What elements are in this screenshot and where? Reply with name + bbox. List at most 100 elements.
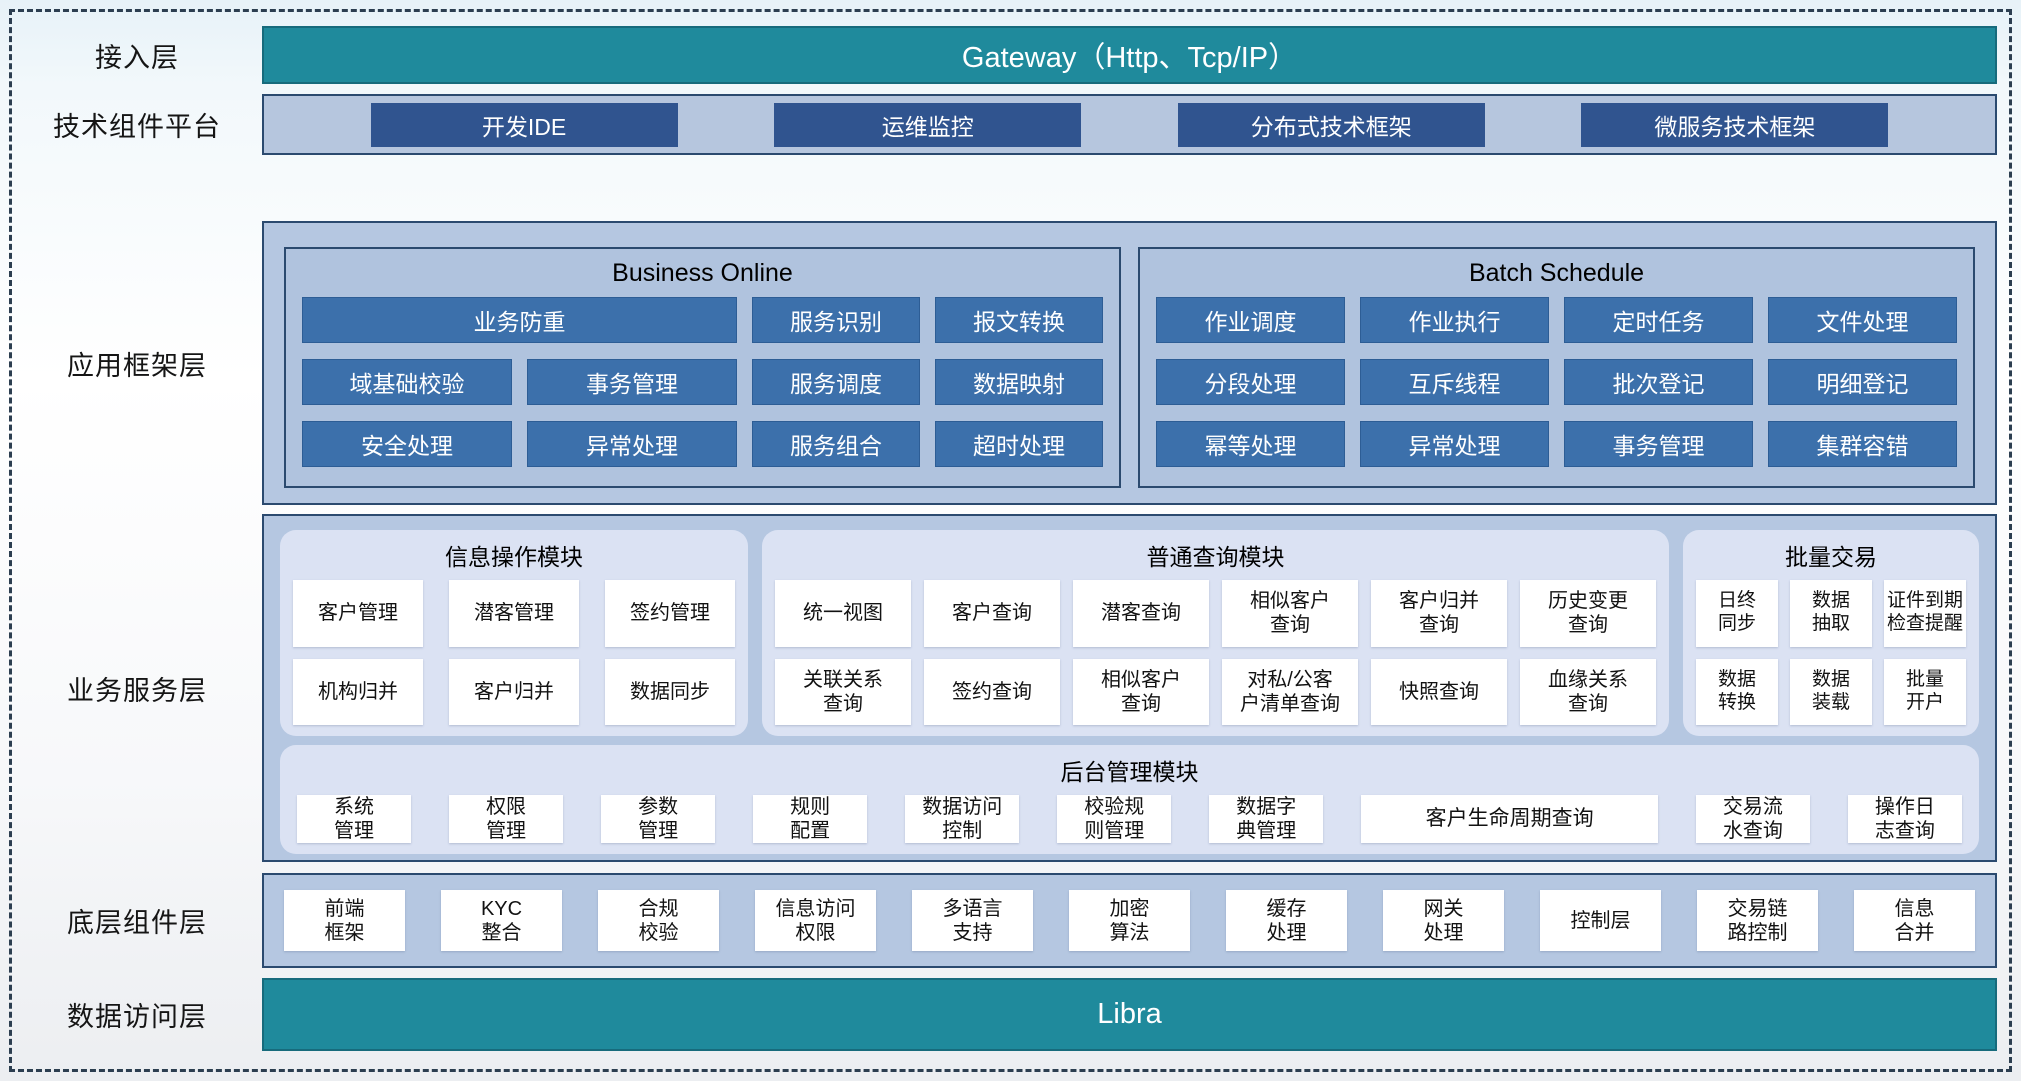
base-component-box: KYC 整合 xyxy=(441,890,562,951)
common-query-box: 相似客户 查询 xyxy=(1222,580,1358,647)
base-component-box: 合规 校验 xyxy=(598,890,719,951)
batch-schedule-grid: 作业调度 作业执行 定时任务 文件处理 分段处理 互斥线程 xyxy=(1156,297,1957,467)
layer-row-tech-platform: 技术组件平台 开发IDE 运维监控 分布式技术框架 微服务技术框架 xyxy=(12,94,2009,155)
batch-schedule-box: 定时任务 xyxy=(1564,297,1753,343)
batch-schedule-box: 分段处理 xyxy=(1156,359,1345,405)
base-component-box: 交易链 路控制 xyxy=(1697,890,1818,951)
base-component-box: 缓存 处理 xyxy=(1226,890,1347,951)
common-query-box: 相似客户 查询 xyxy=(1073,658,1209,725)
batch-schedule-box: 文件处理 xyxy=(1768,297,1957,343)
diagram-content: 接入层 Gateway（Http、Tcp/IP） 技术组件平台 开发IDE 运维… xyxy=(12,12,2009,1069)
business-online-box: 超时处理 xyxy=(935,421,1103,467)
business-online-box: 报文转换 xyxy=(935,297,1103,343)
batch-schedule-box: 明细登记 xyxy=(1768,359,1957,405)
info-operation-box: 客户归并 xyxy=(449,658,579,725)
base-component-box: 加密 算法 xyxy=(1069,890,1190,951)
common-query-box: 血缘关系 查询 xyxy=(1520,658,1656,725)
info-operation-box: 签约管理 xyxy=(605,580,735,647)
admin-module-box: 校验规 则管理 xyxy=(1057,795,1172,843)
business-online-box: 服务识别 xyxy=(752,297,920,343)
batch-schedule-box: 作业调度 xyxy=(1156,297,1345,343)
batch-schedule-box: 互斥线程 xyxy=(1360,359,1549,405)
layer-label-business-service: 业务服务层 xyxy=(67,675,207,706)
business-online-box: 服务调度 xyxy=(752,359,920,405)
admin-module-box: 参数 管理 xyxy=(601,795,716,843)
base-component-box: 控制层 xyxy=(1540,890,1661,951)
common-query-box: 客户归并 查询 xyxy=(1371,580,1507,647)
business-online-box: 数据映射 xyxy=(935,359,1103,405)
batch-trade-box: 日终 同步 xyxy=(1696,580,1778,647)
gateway-bar-text: Gateway（Http、Tcp/IP） xyxy=(961,42,1298,74)
info-operation-box: 客户管理 xyxy=(293,580,423,647)
layer-row-business-service: 业务服务层 信息操作模块 客户管理 潜客管理 xyxy=(12,514,2009,862)
layer-label-data-access: 数据访问层 xyxy=(67,1002,207,1032)
business-online-box: 服务组合 xyxy=(752,421,920,467)
tech-platform-strip: 开发IDE 运维监控 分布式技术框架 微服务技术框架 xyxy=(262,94,1997,155)
admin-module-box: 客户生命周期查询 xyxy=(1361,795,1658,843)
gateway-bar: Gateway（Http、Tcp/IP） xyxy=(262,26,1997,84)
business-online-grid: 业务防重 服务识别 报文转换 域基础校验 事务管理 服务调度 xyxy=(302,297,1103,467)
base-component-box: 信息 合并 xyxy=(1854,890,1975,951)
common-query-box: 签约查询 xyxy=(924,658,1060,725)
libra-bar-text: Libra xyxy=(1097,998,1162,1030)
batch-trade-module-panel: 批量交易 日终 同步 数据 抽取 证件到期 检查提醒 数据 xyxy=(1683,530,1979,736)
admin-module-box: 交易流 水查询 xyxy=(1695,795,1810,843)
common-query-box: 快照查询 xyxy=(1371,658,1507,725)
layer-row-base-components: 底层组件层 前端 框架 KYC 整合 合规 校验 信息访问 权限 多语言 支持 xyxy=(12,873,2009,968)
common-query-box: 关联关系 查询 xyxy=(775,658,911,725)
business-online-box: 域基础校验 xyxy=(302,359,512,405)
libra-bar: Libra xyxy=(262,978,1997,1051)
batch-schedule-box: 幂等处理 xyxy=(1156,421,1345,467)
admin-module-box: 权限 管理 xyxy=(449,795,564,843)
layer-label-access: 接入层 xyxy=(95,42,179,73)
business-service-top-modules: 信息操作模块 客户管理 潜客管理 签约管理 机构归并 xyxy=(280,530,1979,736)
business-online-panel: Business Online 业务防重 服务识别 报文转换 域基础校验 xyxy=(284,247,1121,488)
business-online-box: 事务管理 xyxy=(527,359,737,405)
batch-trade-grid: 日终 同步 数据 抽取 证件到期 检查提醒 数据 转换 数据 装载 xyxy=(1696,580,1966,725)
base-component-box: 网关 处理 xyxy=(1383,890,1504,951)
admin-module-row: 系统 管理 权限 管理 参数 管理 规则 配置 数据访问 控制 校验规 则管理 xyxy=(293,795,1966,843)
page-dashed-frame: 接入层 Gateway（Http、Tcp/IP） 技术组件平台 开发IDE 运维… xyxy=(9,9,2012,1072)
business-online-box: 业务防重 xyxy=(302,297,737,343)
admin-module-box: 数据访问 控制 xyxy=(905,795,1020,843)
admin-module-box: 操作日 志查询 xyxy=(1847,795,1962,843)
common-query-grid: 统一视图 客户查询 潜客查询 相似客户 查询 客户归并 查询 xyxy=(775,580,1656,725)
base-component-box: 前端 框架 xyxy=(284,890,405,951)
batch-trade-module-title: 批量交易 xyxy=(1785,544,1877,570)
common-query-box: 历史变更 查询 xyxy=(1520,580,1656,647)
batch-schedule-title: Batch Schedule xyxy=(1468,259,1645,287)
info-operation-box: 潜客管理 xyxy=(449,580,579,647)
business-online-box: 安全处理 xyxy=(302,421,512,467)
admin-module-title: 后台管理模块 xyxy=(1060,759,1199,785)
layer-row-app-framework: 应用框架层 Business Online 业务防重 服务识别 报文转换 xyxy=(12,221,2009,505)
info-operation-box: 机构归并 xyxy=(293,658,423,725)
info-operation-grid: 客户管理 潜客管理 签约管理 机构归并 客户归并 xyxy=(293,580,735,725)
batch-trade-box: 批量 开户 xyxy=(1884,658,1966,725)
tech-component-box: 微服务技术框架 xyxy=(1581,102,1889,147)
base-components-strip: 前端 框架 KYC 整合 合规 校验 信息访问 权限 多语言 支持 加密 算法 … xyxy=(262,873,1997,968)
admin-module-box: 数据字 典管理 xyxy=(1209,795,1324,843)
batch-schedule-box: 集群容错 xyxy=(1768,421,1957,467)
admin-module-box: 系统 管理 xyxy=(297,795,412,843)
common-query-module-panel: 普通查询模块 统一视图 客户查询 潜客查询 相似客户 查询 xyxy=(762,530,1669,736)
batch-schedule-box: 作业执行 xyxy=(1360,297,1549,343)
batch-schedule-box: 事务管理 xyxy=(1564,421,1753,467)
business-online-box: 异常处理 xyxy=(527,421,737,467)
base-component-box: 信息访问 权限 xyxy=(755,890,876,951)
common-query-box: 客户查询 xyxy=(924,580,1060,647)
common-query-box: 潜客查询 xyxy=(1073,580,1209,647)
info-operation-module-title: 信息操作模块 xyxy=(445,544,583,570)
layer-label-app-framework: 应用框架层 xyxy=(67,350,207,381)
business-service-container: 信息操作模块 客户管理 潜客管理 签约管理 机构归并 xyxy=(262,514,1997,862)
batch-trade-box: 数据 转换 xyxy=(1696,658,1778,725)
batch-schedule-panel: Batch Schedule 作业调度 作业执行 定时任务 文件处理 xyxy=(1138,247,1975,488)
layer-label-tech-platform: 技术组件平台 xyxy=(53,112,221,142)
tech-component-box: 运维监控 xyxy=(774,102,1082,147)
app-framework-container: Business Online 业务防重 服务识别 报文转换 域基础校验 xyxy=(262,221,1997,505)
batch-schedule-box: 异常处理 xyxy=(1360,421,1549,467)
business-online-title: Business Online xyxy=(612,259,793,287)
layer-row-data-access: 数据访问层 Libra xyxy=(12,978,2009,1051)
tech-component-box: 分布式技术框架 xyxy=(1177,102,1485,147)
common-query-box: 对私/公客 户清单查询 xyxy=(1222,658,1358,725)
admin-module-box: 规则 配置 xyxy=(753,795,868,843)
